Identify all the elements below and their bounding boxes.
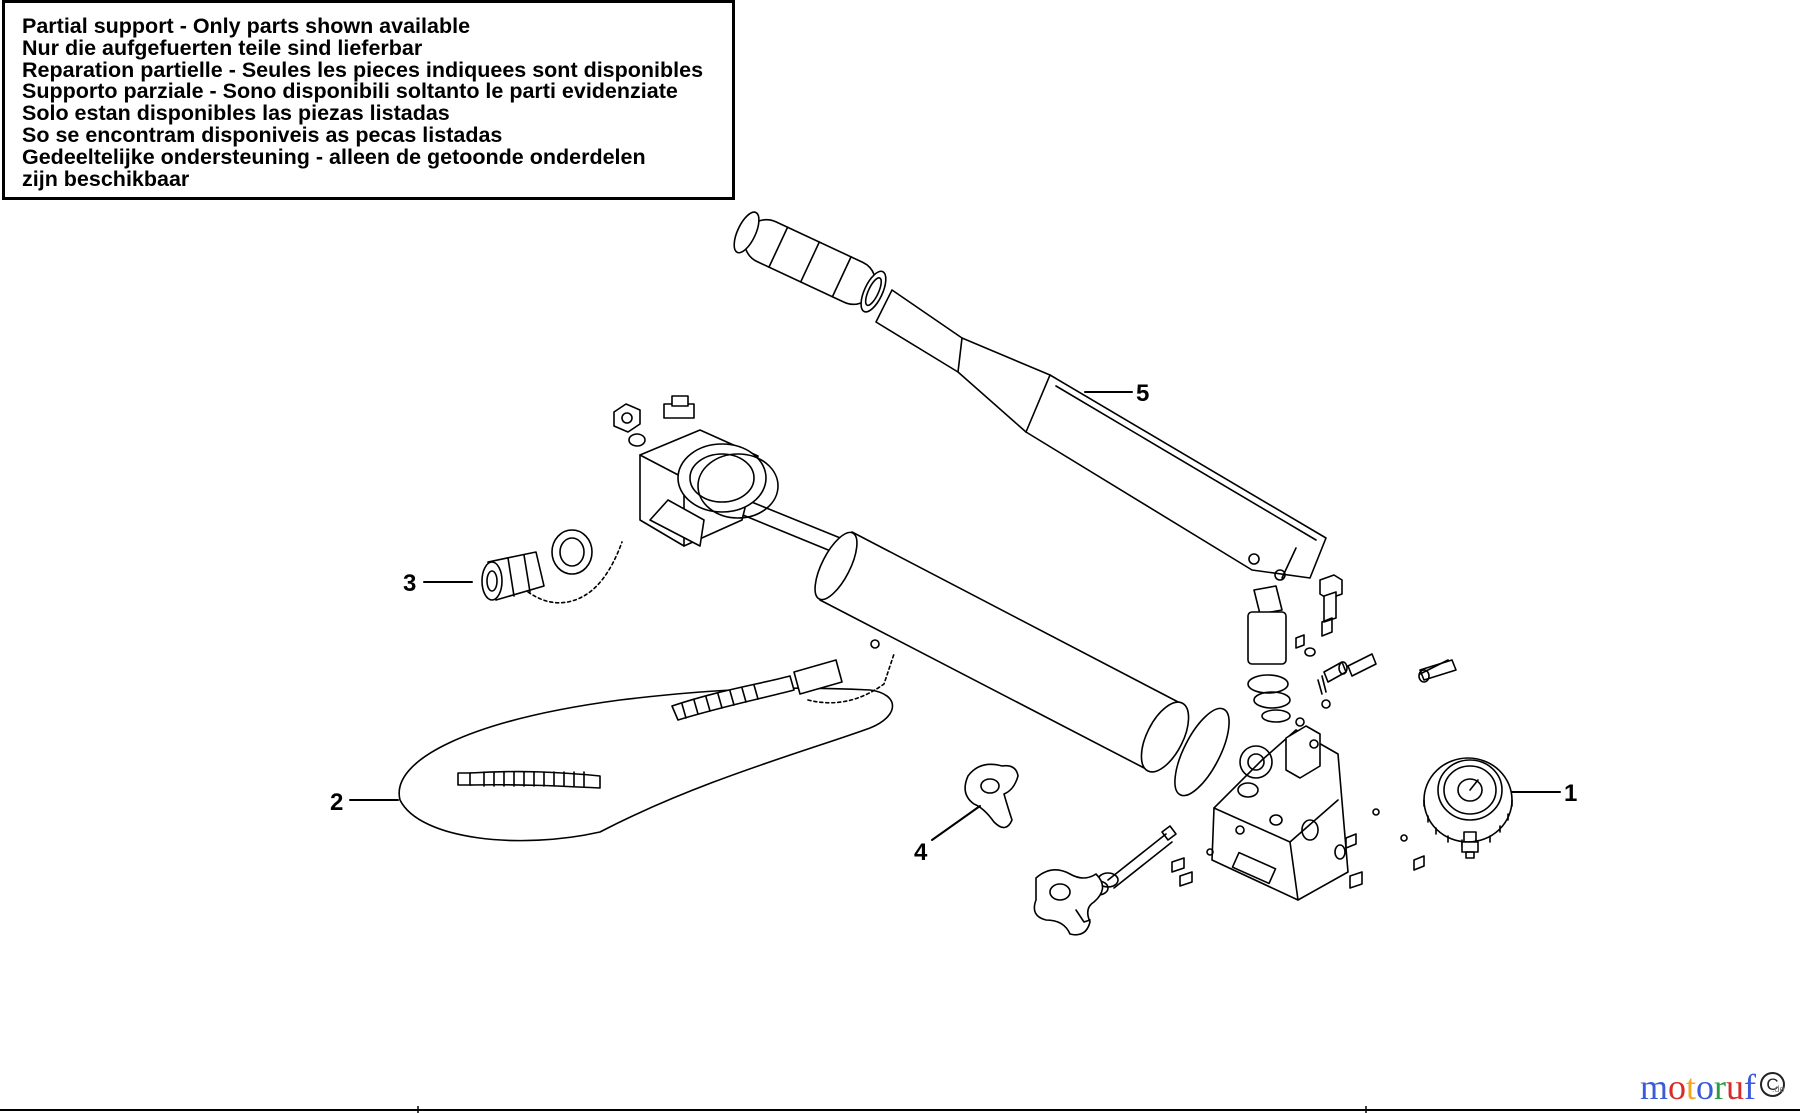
notice-line-nl: Gedeeltelijke ondersteuning - alleen de …: [22, 144, 646, 169]
watermark-logo: motoruf: [1640, 1066, 1756, 1108]
watermark-letter: r: [1714, 1067, 1727, 1107]
watermark-letter: m: [1640, 1067, 1669, 1107]
reservoir-tube: [715, 489, 1230, 797]
callout-1: 1: [1564, 780, 1577, 807]
release-valve-assembly: [1033, 825, 1177, 936]
callout-4: 4: [914, 839, 928, 866]
notice-line-es: Solo estan disponibles las piezas listad…: [22, 101, 450, 126]
gauge-part: [1423, 757, 1513, 859]
notice-line-pt: So se encontram disponiveis as pecas lis…: [22, 122, 503, 147]
hose-part: [398, 639, 895, 842]
notice-line-de: Nur die aufgefuerten teile sind lieferba…: [22, 35, 423, 60]
watermark-letter: o: [1696, 1067, 1715, 1107]
knob-part: [964, 763, 1019, 829]
leader-lines: [349, 391, 1561, 841]
plunger-and-seals: [1247, 574, 1457, 749]
coupler-part: [481, 529, 623, 604]
watermark-letter: t: [1686, 1067, 1697, 1107]
pump-body: [1211, 725, 1349, 901]
notice-line-it: Supporto parziale - Sono disponibili sol…: [22, 79, 678, 104]
callout-5: 5: [1136, 380, 1149, 407]
notice-line-en: Partial support - Only parts shown avail…: [22, 14, 471, 38]
watermark-letter: o: [1668, 1067, 1687, 1107]
loose-fittings: [1171, 659, 1449, 889]
notice-line-nl-cont: zijn beschikbaar: [22, 166, 190, 191]
copyright-icon: C: [1760, 1072, 1785, 1097]
leader-4: [931, 805, 981, 841]
handle-part: [733, 211, 1327, 581]
watermark-suffix: .de: [1772, 1084, 1785, 1094]
end-cap-assembly: [613, 395, 779, 547]
partial-support-notice: Partial support - Only parts shown avail…: [2, 0, 735, 200]
notice-line-fr: Reparation partielle - Seules les pieces…: [22, 57, 704, 82]
callout-3: 3: [403, 570, 416, 597]
callout-2: 2: [330, 789, 343, 816]
handle-grip: [733, 211, 887, 313]
watermark-letter: u: [1726, 1067, 1745, 1107]
watermark-letter: f: [1744, 1067, 1757, 1107]
watermark-text: motoruf: [1640, 1067, 1756, 1107]
